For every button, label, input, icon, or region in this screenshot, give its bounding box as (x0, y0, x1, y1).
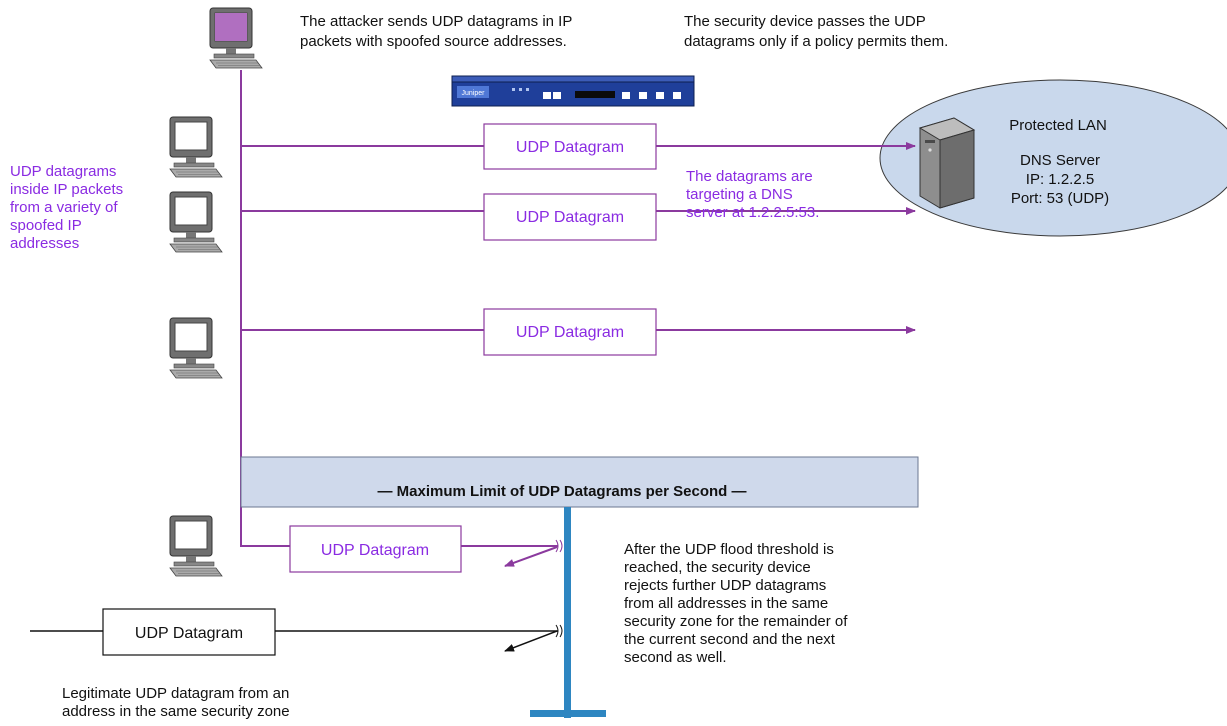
attacker-note: The attacker sends UDP datagrams in IP p… (300, 13, 576, 50)
dns-server-label: DNS Server (1020, 152, 1100, 169)
datagram-label: UDP Datagram (516, 139, 624, 156)
legitimate-flow: UDP Datagram (30, 608, 558, 656)
datagram-label: UDP Datagram (321, 542, 429, 559)
datagram-box-1: UDP Datagram (483, 123, 657, 170)
lan-title: Protected LAN (1009, 117, 1107, 134)
zombie-computer-icon (169, 515, 223, 577)
legitimate-datagram-box (102, 608, 276, 656)
dns-server-port: Port: 53 (UDP) (1011, 190, 1109, 207)
zombie-computer-icon (169, 317, 223, 379)
dns-server-icon (918, 117, 976, 209)
datagram-box-4: UDP Datagram (289, 525, 462, 573)
zombie-computer-icon (169, 116, 223, 178)
limit-post (530, 507, 606, 718)
rejected-arrow-1 (504, 546, 558, 567)
threshold-note: After the UDP flood threshold is reached… (624, 541, 852, 666)
limit-bar-label: — Maximum Limit of UDP Datagrams per Sec… (378, 483, 747, 500)
datagram-label: UDP Datagram (135, 625, 243, 642)
security-device-note: The security device passes the UDP datag… (684, 13, 948, 50)
rejected-arrow-2 (504, 630, 558, 652)
device-logo: Juniper (462, 90, 486, 97)
target-note: The datagrams are targeting a DNS server… (686, 168, 819, 221)
limit-bar: — Maximum Limit of UDP Datagrams per Sec… (240, 456, 919, 508)
datagram-box-2: UDP Datagram (483, 193, 657, 241)
spoofed-sources-note: UDP datagrams inside IP packets from a v… (10, 163, 127, 252)
legitimate-note: Legitimate UDP datagram from an address … (62, 685, 294, 720)
datagram-label: UDP Datagram (516, 209, 624, 226)
firewall-device-icon: Juniper (451, 75, 695, 107)
protected-lan: Protected LAN DNS Server IP: 1.2.2.5 Por… (879, 79, 1227, 237)
datagram-box-3: UDP Datagram (483, 308, 657, 356)
datagram-label: UDP Datagram (516, 324, 624, 341)
zombie-computer-icon (169, 191, 223, 253)
dns-server-ip: IP: 1.2.2.5 (1026, 171, 1094, 188)
deflection-marks (555, 539, 563, 638)
attacker-screen (215, 13, 247, 41)
